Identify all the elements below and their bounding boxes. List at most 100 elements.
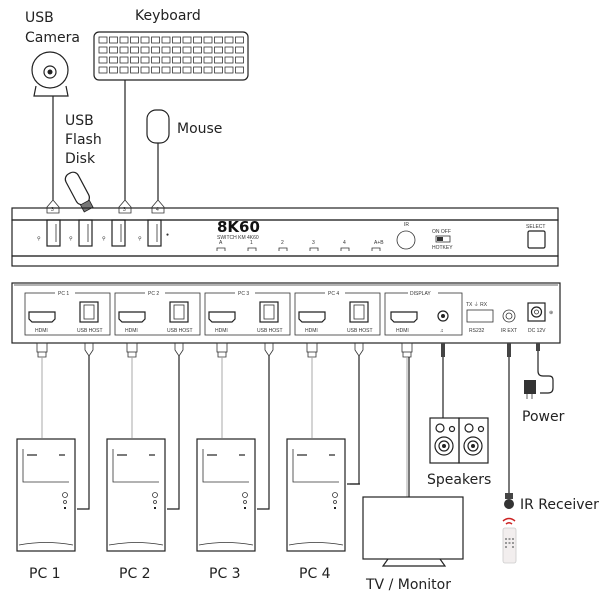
hdmi-port[interactable] bbox=[118, 311, 146, 323]
pc-port-group: PC 4 HDMI USB HOST bbox=[294, 290, 381, 336]
usb-cable bbox=[167, 356, 180, 510]
usb-symbol-icon: ⚲ bbox=[37, 236, 41, 242]
key bbox=[193, 36, 202, 44]
usb-b-port[interactable] bbox=[349, 301, 369, 323]
key bbox=[172, 46, 181, 54]
hdmi-label: HDMI bbox=[305, 328, 318, 334]
display-hdmi-label: HDMI bbox=[396, 328, 409, 334]
select-button[interactable] bbox=[527, 230, 546, 249]
led-indicator bbox=[278, 247, 288, 251]
select-label: SELECT bbox=[526, 224, 545, 230]
key bbox=[203, 66, 213, 74]
keyboard-icon bbox=[93, 31, 249, 200]
front-usb-port[interactable] bbox=[46, 219, 61, 247]
remote-control-icon bbox=[502, 517, 517, 564]
display-port-group: DISPLAY HDMI ♫ bbox=[384, 290, 463, 336]
key bbox=[161, 66, 171, 74]
hdmi-plug bbox=[36, 342, 48, 353]
tv-monitor-icon bbox=[362, 496, 464, 567]
dc-port[interactable] bbox=[527, 302, 546, 322]
key bbox=[182, 36, 192, 44]
key bbox=[182, 46, 192, 54]
key bbox=[214, 66, 223, 74]
pc-tower-icon bbox=[106, 438, 166, 552]
key bbox=[235, 36, 244, 44]
key bbox=[98, 56, 108, 64]
audio-jack[interactable] bbox=[437, 310, 449, 322]
key bbox=[214, 36, 223, 44]
hdmi-port[interactable] bbox=[28, 311, 56, 323]
key bbox=[193, 66, 202, 74]
display-hdmi-port[interactable] bbox=[390, 311, 418, 323]
usb-camera-icon bbox=[31, 51, 69, 200]
usb-cable bbox=[77, 356, 90, 510]
keyboard-label: Keyboard bbox=[135, 8, 201, 24]
rs232-port[interactable] bbox=[466, 309, 494, 323]
power-adapter-icon bbox=[524, 343, 554, 399]
ir-receiver-label: IR Receiver bbox=[520, 497, 599, 513]
usb-b-port[interactable] bbox=[79, 301, 99, 323]
front-usb-port[interactable] bbox=[78, 219, 93, 247]
pc-label: PC 2 bbox=[119, 566, 151, 582]
key bbox=[109, 66, 118, 74]
led-label: A+B bbox=[374, 240, 384, 246]
usb-host-label: USB HOST bbox=[347, 328, 373, 334]
ir-receiver-icon bbox=[504, 499, 514, 509]
headphone-icon: ♫ bbox=[440, 328, 444, 334]
ir-window-label: IR bbox=[404, 222, 409, 228]
usb-b-port[interactable] bbox=[169, 301, 189, 323]
flash-disk-label-2: Flash bbox=[65, 132, 102, 148]
key bbox=[98, 36, 108, 44]
usb-plug bbox=[264, 343, 274, 357]
key bbox=[119, 66, 129, 74]
key bbox=[203, 46, 213, 54]
mouse-icon bbox=[146, 109, 170, 200]
usb-plug bbox=[354, 343, 364, 357]
key bbox=[182, 56, 192, 64]
led-indicator bbox=[371, 247, 381, 251]
usb-host-label: USB HOST bbox=[257, 328, 283, 334]
key bbox=[182, 66, 192, 74]
flash-disk-label-1: USB bbox=[65, 113, 94, 129]
key bbox=[119, 56, 129, 64]
key bbox=[214, 46, 223, 54]
front-usb-port[interactable] bbox=[111, 219, 126, 247]
usb-camera-label-2: Camera bbox=[25, 30, 80, 46]
key bbox=[140, 46, 150, 54]
pc-label: PC 4 bbox=[299, 566, 331, 582]
key bbox=[172, 66, 181, 74]
hdmi-label: HDMI bbox=[215, 328, 228, 334]
key bbox=[161, 46, 171, 54]
switch-top-label: ON OFF bbox=[432, 229, 451, 235]
group-title: PC 3 bbox=[238, 291, 249, 297]
group-title: PC 4 bbox=[328, 291, 339, 297]
ir-ext-port[interactable] bbox=[502, 309, 516, 323]
key bbox=[98, 46, 108, 54]
hdmi-port[interactable] bbox=[208, 311, 236, 323]
usb-plug bbox=[84, 343, 94, 357]
hotkey-switch[interactable] bbox=[435, 235, 451, 243]
ir-window bbox=[396, 230, 416, 250]
led-label: 4 bbox=[343, 240, 346, 246]
led-label: 1 bbox=[250, 240, 253, 246]
usb-b-port[interactable] bbox=[259, 301, 279, 323]
mouse-symbol-icon: ● bbox=[166, 232, 169, 238]
key bbox=[109, 46, 118, 54]
key bbox=[140, 36, 150, 44]
front-usb-port[interactable] bbox=[147, 219, 162, 247]
usb-flash-disk-icon bbox=[64, 171, 94, 213]
key bbox=[109, 36, 118, 44]
key bbox=[130, 66, 139, 74]
polarity-icon: ⊕ bbox=[549, 310, 553, 316]
key bbox=[98, 66, 108, 74]
switch-bottom-label: HOTKEY bbox=[432, 245, 453, 251]
usb-host-label: USB HOST bbox=[77, 328, 103, 334]
key bbox=[224, 36, 234, 44]
rs232-label: RS232 bbox=[469, 328, 485, 334]
hdmi-port[interactable] bbox=[298, 311, 326, 323]
speakers-icon bbox=[429, 417, 489, 464]
usb-symbol-icon: ⚲ bbox=[102, 236, 106, 242]
led-indicator bbox=[216, 247, 226, 251]
hdmi-plug bbox=[306, 342, 318, 353]
